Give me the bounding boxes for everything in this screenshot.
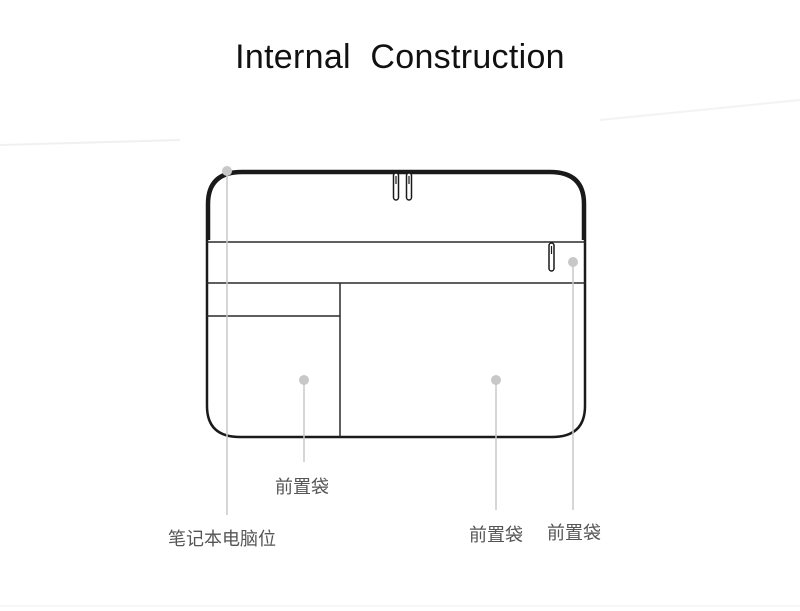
label-laptop-compartment: 笔记本电脑位 — [168, 529, 276, 550]
diagram-title: Internal Construction — [235, 38, 565, 76]
marker-dot-front-right — [568, 257, 578, 267]
bag-outline — [205, 169, 587, 439]
label-front-pocket-left: 前置袋 — [275, 477, 329, 498]
marker-dot-front-left — [299, 375, 309, 385]
background-stroke — [0, 139, 181, 146]
zipper-pull-icon — [548, 242, 555, 272]
marker-dot-front-center — [491, 375, 501, 385]
marker-dot-laptop — [222, 166, 232, 176]
label-front-pocket-center: 前置袋 — [469, 525, 523, 546]
background-stroke — [599, 99, 800, 121]
zipper-pull-icon — [392, 172, 413, 201]
label-front-pocket-right: 前置袋 — [547, 523, 601, 544]
